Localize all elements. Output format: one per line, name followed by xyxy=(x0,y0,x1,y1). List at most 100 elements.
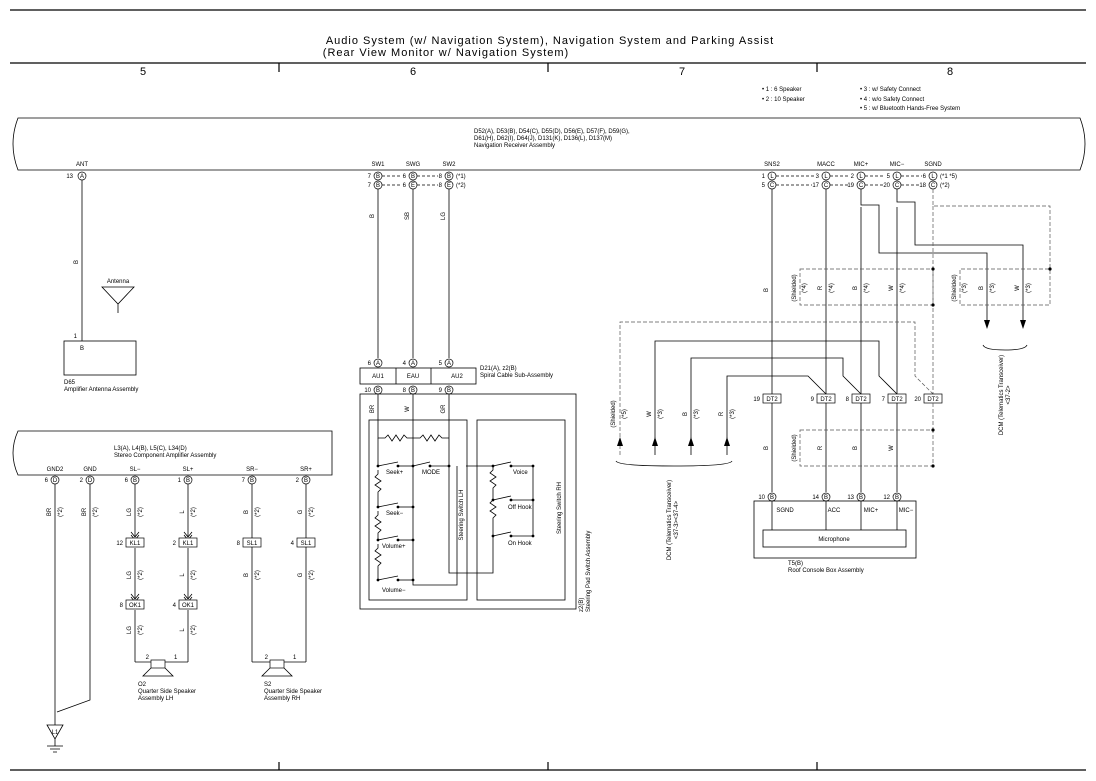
micp-terminal-label: MIC+ xyxy=(854,162,869,168)
svg-text:SL+: SL+ xyxy=(183,467,194,473)
steering-pad-name: Steering Pad Switch Assembly xyxy=(586,531,592,612)
antenna-amp-code: D65 xyxy=(64,380,76,386)
spiral-in-color-2: SB xyxy=(405,212,411,220)
svg-text:5: 5 xyxy=(762,183,766,189)
svg-text:(*3): (*3) xyxy=(694,409,700,419)
svg-text:(*2): (*2) xyxy=(138,625,144,635)
seek-up-label: Seek+ xyxy=(386,470,404,476)
svg-text:17: 17 xyxy=(812,183,819,189)
right-pins-row1: 1 L 3 L 2 L 5 L 6 L (*1 *5) xyxy=(762,171,957,181)
svg-text:4: 4 xyxy=(173,603,177,609)
speaker-lh-name-1: Quarter Side Speaker xyxy=(138,689,196,695)
svg-text:8: 8 xyxy=(846,397,850,403)
stereo-amp-codes: L3(A), L4(B), L5(C), L34(D) xyxy=(114,446,187,452)
svg-text:OK1: OK1 xyxy=(182,603,195,609)
svg-text:2: 2 xyxy=(296,478,300,484)
svg-text:BR: BR xyxy=(82,507,88,516)
steering-switch-lh-circuit xyxy=(374,394,494,586)
column-number-8: 8 xyxy=(947,66,953,78)
svg-text:B: B xyxy=(250,478,254,484)
svg-text:12: 12 xyxy=(116,541,123,547)
spiral-term-au1: AU1 xyxy=(372,374,384,380)
svg-text:(*4): (*4) xyxy=(864,283,870,293)
svg-text:8: 8 xyxy=(403,388,407,394)
svg-text:L: L xyxy=(931,174,935,180)
sw1-pin-1: 7 xyxy=(368,174,372,180)
dcm-right-arrow-2 xyxy=(1020,320,1026,329)
dcm-right-code: <37-2> xyxy=(1006,385,1012,405)
svg-text:L: L xyxy=(824,174,828,180)
steering-switch-lh-box xyxy=(368,419,468,601)
svg-text:ACC: ACC xyxy=(828,508,841,514)
volume-up-label: Volume+ xyxy=(382,544,406,550)
svg-text:2: 2 xyxy=(173,541,177,547)
mic-shield-upper xyxy=(799,268,934,306)
sw2-connector-letter-1: B xyxy=(447,174,451,180)
dcm-bottom-name: DCM (Telematics Transceiver) xyxy=(667,480,673,560)
svg-text:SL1: SL1 xyxy=(247,541,258,547)
svg-text:10: 10 xyxy=(364,388,371,394)
svg-text:BR: BR xyxy=(47,507,53,516)
dcm-right-shielded: (Shielded) xyxy=(952,274,958,301)
on-hook-label: On Hook xyxy=(508,541,533,547)
speaker-lh-icon: 2 1 xyxy=(142,655,178,677)
svg-text:R: R xyxy=(818,285,824,290)
diagram-title: Audio System (w/ Navigation System), Nav… xyxy=(326,35,774,47)
svg-text:DT2: DT2 xyxy=(891,397,903,403)
svg-text:LG: LG xyxy=(127,508,133,516)
stereo-amp-pins: 6 D 2 D 6 B 1 B 7 B 2 B xyxy=(45,475,311,485)
svg-text:2: 2 xyxy=(851,174,855,180)
mode-label: MODE xyxy=(422,470,440,476)
svg-text:8: 8 xyxy=(237,541,241,547)
svg-text:GND2: GND2 xyxy=(47,467,64,473)
sgnd-terminal-label: SGND xyxy=(924,162,942,168)
svg-text:C: C xyxy=(931,183,936,189)
svg-text:6: 6 xyxy=(368,361,372,367)
svg-text:13: 13 xyxy=(847,495,854,501)
svg-text:20: 20 xyxy=(914,397,921,403)
svg-text:LG: LG xyxy=(127,571,133,579)
sw1-terminal-label: SW1 xyxy=(371,162,385,168)
roof-console-box xyxy=(753,500,917,559)
svg-text:(*2): (*2) xyxy=(940,183,950,189)
spiral-term-au2: AU2 xyxy=(451,374,463,380)
svg-text:(*2): (*2) xyxy=(255,507,261,517)
mic-lower-wires xyxy=(771,403,898,492)
dcm-bottom-code: <37-3><37-4> xyxy=(674,500,680,539)
svg-text:SGND: SGND xyxy=(776,508,794,514)
svg-text:B: B xyxy=(824,495,828,501)
dcm-right-brace xyxy=(982,344,1028,351)
note-5: • 5 : w/ Bluetooth Hands-Free System xyxy=(860,106,960,112)
antenna-icon xyxy=(101,286,135,313)
spiral-term-eau: EAU xyxy=(407,374,419,380)
svg-text:W: W xyxy=(889,285,895,291)
svg-text:SR+: SR+ xyxy=(300,467,312,473)
svg-text:MIC−: MIC− xyxy=(899,508,914,514)
svg-text:KL1: KL1 xyxy=(183,541,194,547)
svg-text:B: B xyxy=(853,446,859,450)
svg-text:MIC+: MIC+ xyxy=(864,508,879,514)
sw1-connector-letter-2: B xyxy=(376,183,380,189)
spiral-cable-box xyxy=(359,367,477,385)
svg-text:B: B xyxy=(859,495,863,501)
roof-console-code: T5(B) xyxy=(788,561,803,567)
ant-terminal-label: ANT xyxy=(76,162,88,168)
steering-switch-rh-name: Steering Switch RH xyxy=(557,482,563,534)
svg-text:20: 20 xyxy=(883,183,890,189)
svg-text:L: L xyxy=(180,628,186,632)
spiral-in-color-3: LG xyxy=(441,212,447,220)
sw2-connector-letter-2: E xyxy=(447,183,451,189)
svg-text:B: B xyxy=(683,412,689,416)
svg-text:W: W xyxy=(889,445,895,451)
mic-shield-lower xyxy=(799,429,934,467)
sl1-connectors: SL1 SL1 8 4 xyxy=(237,537,316,548)
ant-pin-number: 13 xyxy=(66,174,73,180)
spiral-code: D21(A), z2(B) xyxy=(480,366,517,372)
spiral-name: Spiral Cable Sub-Assembly xyxy=(480,373,553,379)
sw1-pin-2: 7 xyxy=(368,183,372,189)
nav-receiver-name: Navigation Receiver Assembly xyxy=(474,143,555,149)
svg-text:LG: LG xyxy=(127,626,133,634)
svg-text:DT2: DT2 xyxy=(820,397,832,403)
sgnd-shield-dashed xyxy=(932,189,1051,306)
